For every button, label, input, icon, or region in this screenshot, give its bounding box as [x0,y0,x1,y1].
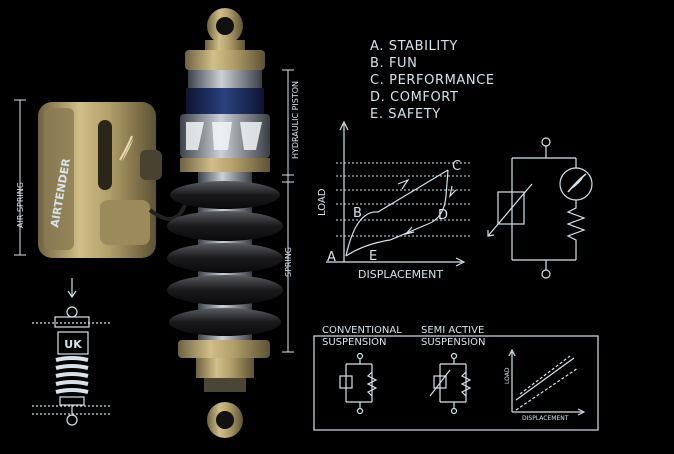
feather-logo-icon [119,135,134,162]
benefit-list: A. STABILITY B. FUN C. PERFORMANCE D. CO… [370,38,530,123]
graph-point-labels: A B C D E [327,159,461,265]
benefit-item: A. STABILITY [370,39,458,54]
comparison-box [313,335,599,431]
graph-y-axis-label: LOAD [317,188,328,216]
mini-graph-x-label: DISPLACEMENT [522,415,569,422]
mini-graph-y-label: LOAD [504,367,511,384]
conventional-label-line1: CONVENTIONAL [322,325,402,336]
mini-shock-diagram [32,306,112,426]
point-e: E [369,249,377,264]
point-b: B [353,206,362,221]
benefit-item: D. COMFORT [370,90,459,105]
point-d: D [438,208,448,223]
coil-spring [167,181,283,336]
down-arrow-icon [67,278,77,299]
load-displacement-graph [326,120,472,267]
hydraulic-piston-label: HYDRAULIC PISTON [291,81,300,159]
air-spring-label: AIR SPRING [16,182,25,228]
air-spring-dimension [14,99,26,256]
mini-logo: UK [64,338,82,351]
semi-active-label-line1: SEMI ACTIVE [421,325,484,336]
graph-x-axis-label: DISPLACEMENT [358,268,443,281]
semi-active-label-line2: SUSPENSION [421,337,486,348]
spring-label: SPRING [284,247,293,277]
point-c: C [452,159,461,174]
conventional-label-line2: SUSPENSION [322,337,387,348]
benefit-item: B. FUN [370,56,418,71]
benefit-item: C. PERFORMANCE [370,73,495,88]
feather-circle-icon [567,173,587,193]
point-a: A [327,250,336,265]
comparison-labels: CONVENTIONAL SUSPENSION SEMI ACTIVE SUSP… [322,325,569,422]
shock-dimensions [282,69,294,353]
benefit-item: E. SAFETY [370,107,441,122]
semi-active-circuit [487,137,593,279]
shock-absorber [167,8,283,438]
air-canister [38,102,187,258]
